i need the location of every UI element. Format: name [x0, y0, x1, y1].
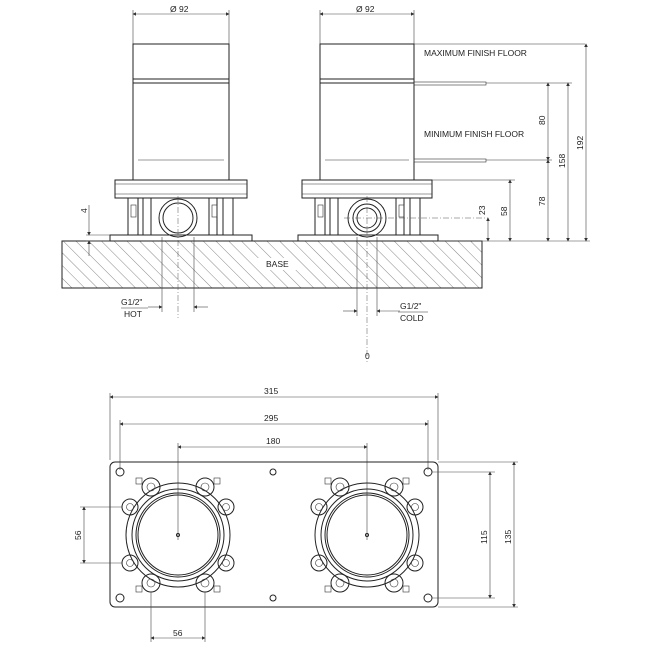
hot-size-label: G1/2"	[121, 297, 142, 307]
zero-label: 0	[365, 351, 370, 361]
dim-180-label: 180	[266, 436, 280, 446]
base-label: BASE	[266, 259, 289, 269]
dim-80-label: 80	[537, 115, 547, 125]
diameter-dim-left: Ø 92	[132, 4, 230, 44]
cold-size-label: G1/2"	[400, 301, 421, 311]
dim-158-label: 158	[557, 154, 567, 168]
cold-connection-dim: G1/2" COLD 0	[343, 237, 428, 361]
dim-58-label: 58	[499, 206, 509, 216]
dim-115-label: 115	[479, 530, 489, 544]
valve-body-right	[297, 43, 439, 242]
dim-56-horizontal: 56	[150, 592, 206, 642]
max-finish-floor-label: MAXIMUM FINISH FLOOR	[424, 48, 527, 58]
dim-78-label: 78	[537, 196, 547, 206]
dim-295-label: 295	[264, 413, 278, 423]
mounting-plate	[109, 461, 439, 608]
dim-4-label: 4	[79, 208, 89, 213]
diameter-label-left: Ø 92	[170, 4, 189, 14]
min-finish-floor-label: MINIMUM FINISH FLOOR	[424, 129, 524, 139]
diameter-dim-right: Ø 92	[319, 4, 415, 44]
dim-56-vertical-label: 56	[73, 530, 83, 540]
dim-56-vertical: 56	[73, 506, 122, 564]
base-slab: BASE	[61, 240, 483, 289]
dim-135-label: 135	[503, 530, 513, 544]
hot-label: HOT	[124, 309, 142, 319]
dim-56-horizontal-label: 56	[173, 628, 183, 638]
hot-connection-dim: G1/2" HOT	[121, 237, 208, 319]
dim-4: 4	[79, 205, 110, 256]
diameter-label-right: Ø 92	[356, 4, 375, 14]
flange-right	[310, 477, 424, 593]
dim-192-label: 192	[575, 136, 585, 150]
dim-315-label: 315	[264, 386, 278, 396]
dim-180: 180	[177, 436, 368, 540]
dim-23-label: 23	[477, 205, 487, 215]
plan-view: 315 295 180	[73, 386, 518, 642]
dim-315: 315	[109, 386, 439, 460]
finish-floor-markers: MAXIMUM FINISH FLOOR MINIMUM FINISH FLOO…	[413, 43, 585, 163]
dim-115: 115	[432, 471, 495, 599]
cold-label: COLD	[400, 313, 424, 323]
valve-body-left	[109, 43, 253, 242]
dim-135: 135	[438, 461, 518, 608]
vertical-dims: 23 58 80 78 158 192	[432, 43, 590, 242]
elevation-view: Ø 92 Ø 92	[61, 4, 590, 362]
